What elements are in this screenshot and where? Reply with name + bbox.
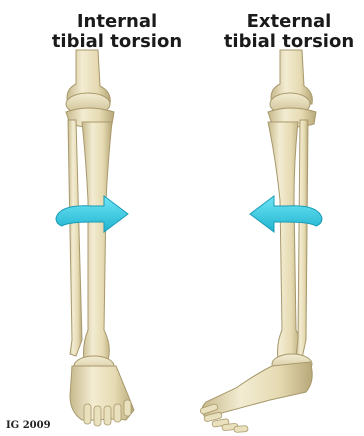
right-fibula <box>296 120 308 358</box>
left-leg <box>66 50 134 426</box>
external-title-line2: tibial torsion <box>214 32 364 52</box>
external-torsion-title: External tibial torsion <box>214 12 364 52</box>
copyright-credit: IG 2009 <box>6 420 51 431</box>
left-fibula <box>68 120 82 356</box>
right-leg <box>200 50 316 432</box>
internal-title-line2: tibial torsion <box>42 32 192 52</box>
left-tibia <box>82 122 112 362</box>
external-title-line1: External <box>214 12 364 32</box>
internal-title-line1: Internal <box>42 12 192 32</box>
right-foot <box>202 362 312 418</box>
right-tibia <box>268 122 301 360</box>
internal-torsion-title: Internal tibial torsion <box>42 12 192 52</box>
